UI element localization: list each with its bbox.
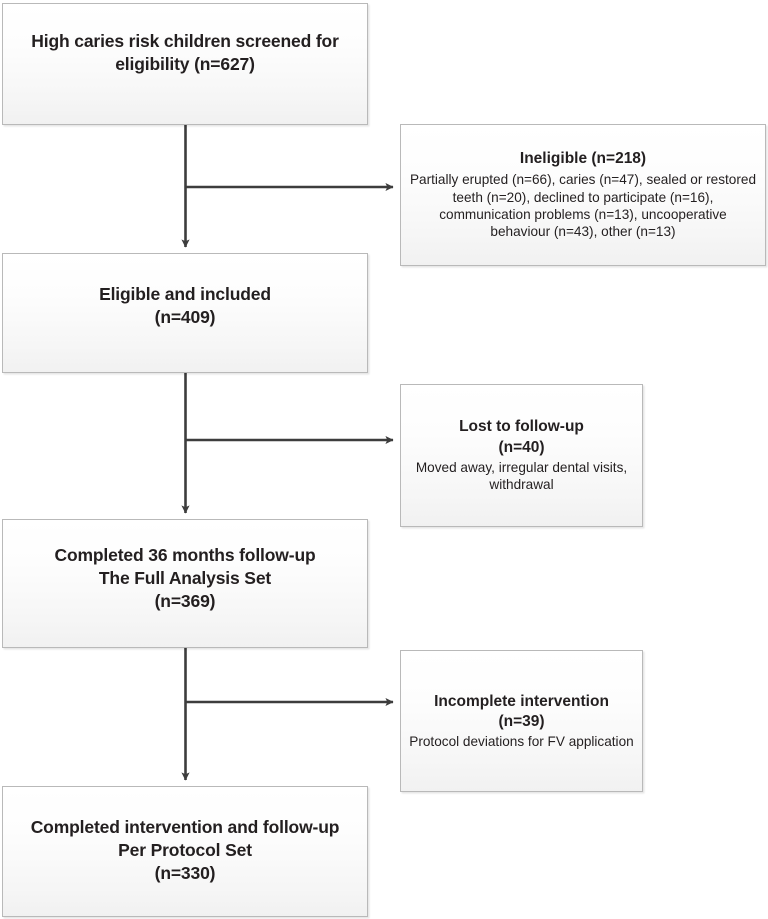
- node-eligible: Eligible and included(n=409): [2, 253, 368, 373]
- node-eligible-title: Eligible and included(n=409): [99, 284, 271, 327]
- node-ineligible: Ineligible (n=218) Partially erupted (n=…: [400, 124, 766, 266]
- node-ineligible-title: Ineligible (n=218): [519, 150, 647, 168]
- node-lost-to-followup-title: Lost to follow-up(n=40): [459, 418, 584, 456]
- node-screened: High caries risk children screened for e…: [2, 3, 368, 125]
- node-incomplete-intervention: Incomplete intervention(n=39) Protocol d…: [400, 650, 643, 792]
- node-incomplete-intervention-detail: Protocol deviations for FV application: [409, 733, 634, 749]
- node-screened-title: High caries risk children screened for e…: [31, 31, 339, 74]
- node-ineligible-detail: Partially erupted (n=66), caries (n=47),…: [409, 172, 757, 240]
- node-lost-to-followup-detail: Moved away, irregular dental visits, wit…: [415, 459, 628, 493]
- node-lost-to-followup: Lost to follow-up(n=40) Moved away, irre…: [400, 384, 643, 527]
- node-incomplete-intervention-title: Incomplete intervention(n=39): [434, 692, 609, 730]
